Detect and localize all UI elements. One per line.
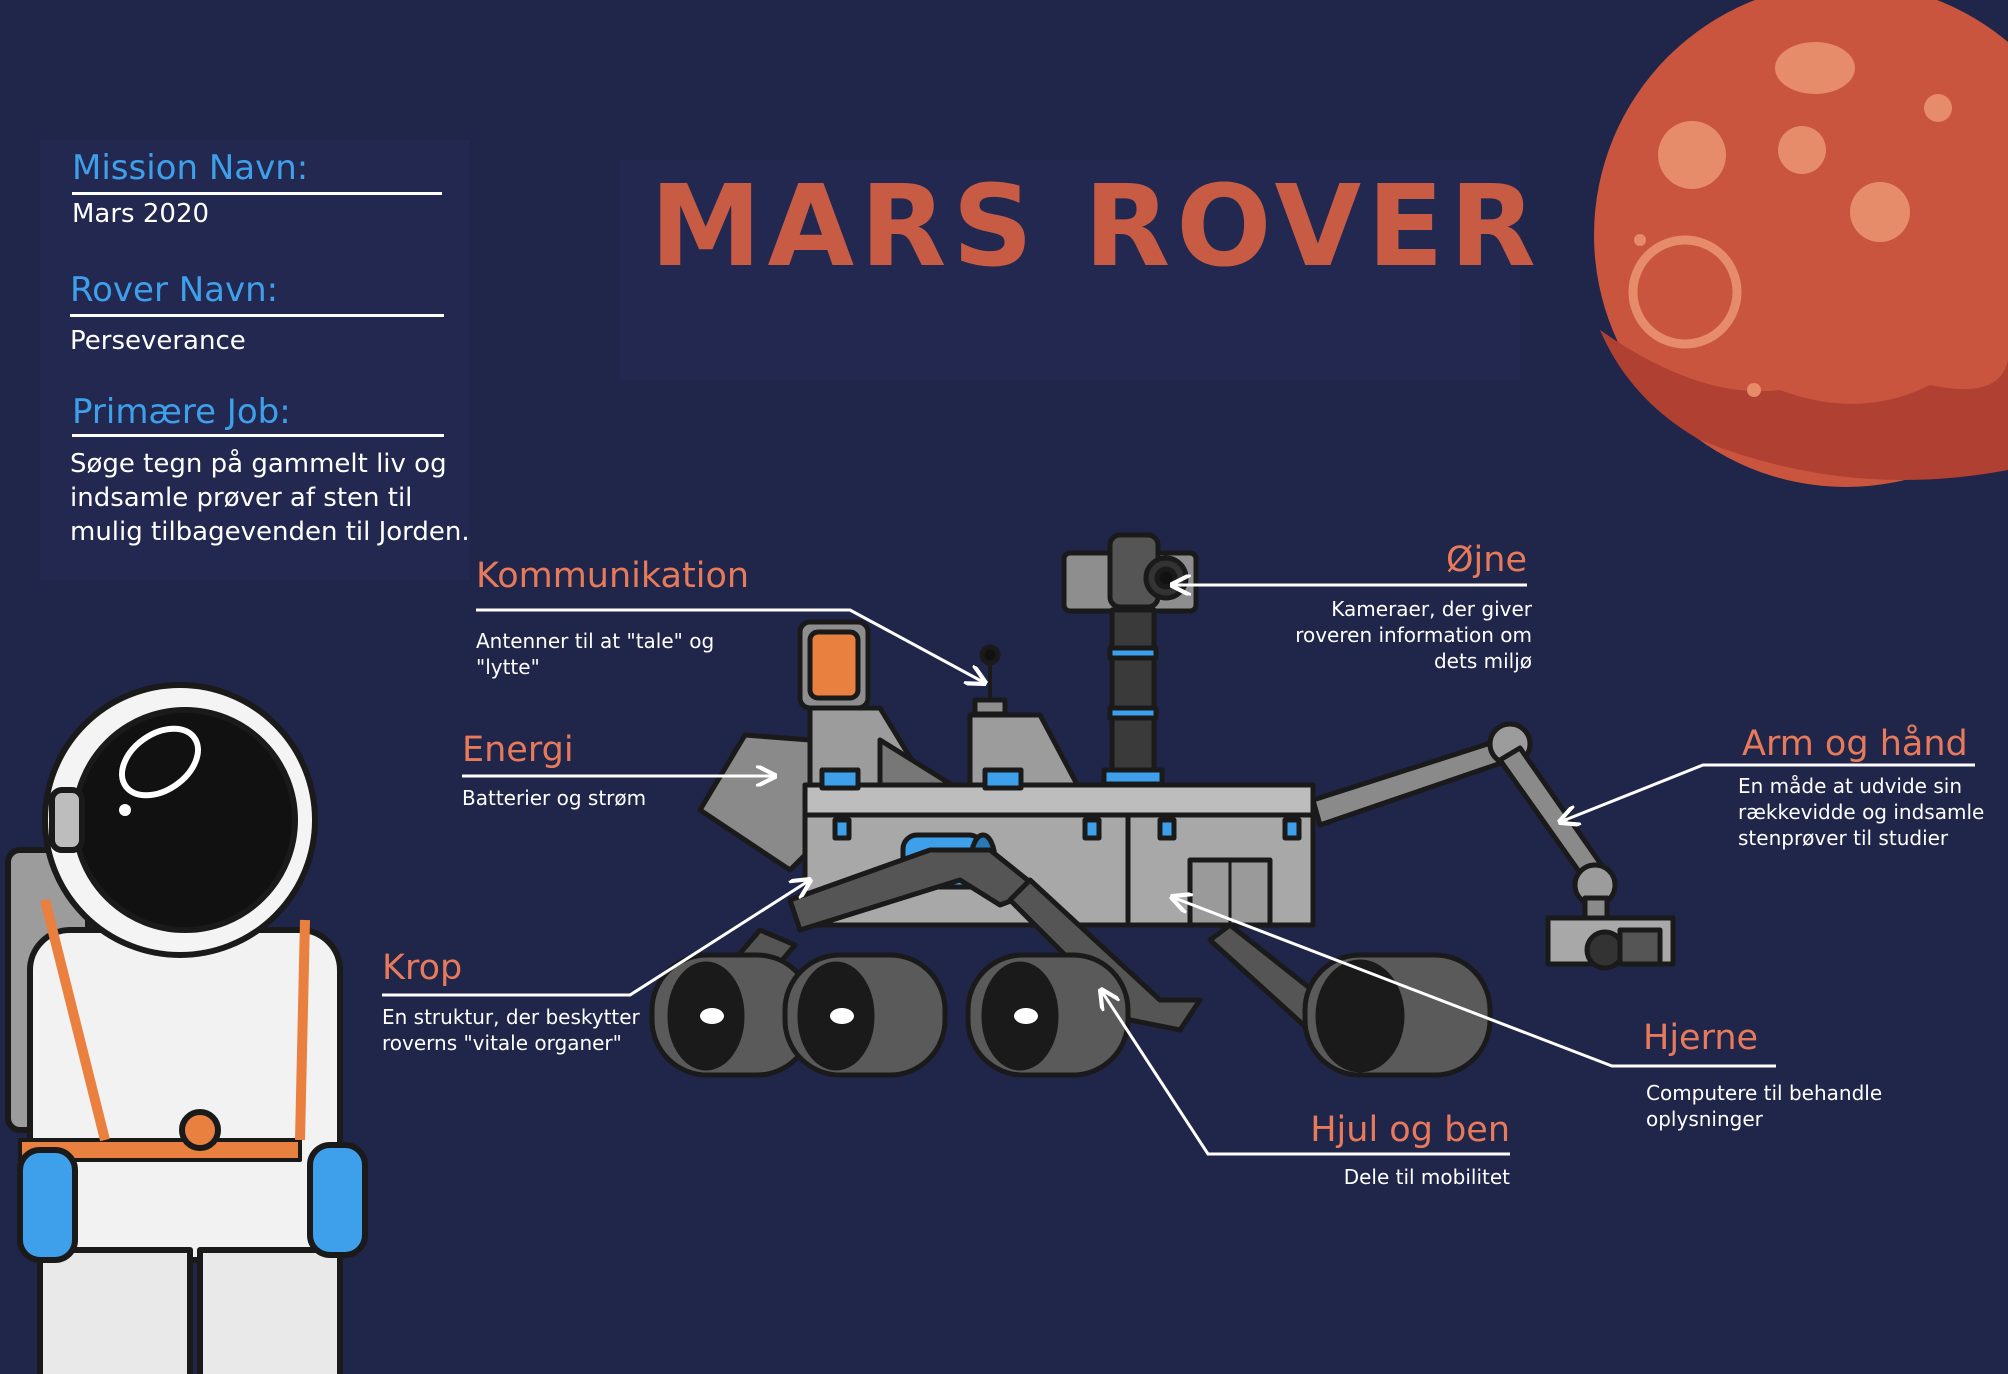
info-panel bbox=[40, 140, 470, 580]
job-divider bbox=[72, 434, 444, 437]
mission-value: Mars 2020 bbox=[72, 199, 210, 229]
astronaut-icon bbox=[5, 682, 368, 1374]
job-value: Søge tegn på gammelt liv og indsamle prø… bbox=[70, 449, 470, 547]
krop-pointer bbox=[382, 880, 810, 997]
title-panel bbox=[620, 160, 1520, 380]
rover-value: Perseverance bbox=[70, 326, 246, 356]
hjerne-pointer bbox=[1172, 897, 1776, 1068]
kommunikation-pointer bbox=[476, 608, 985, 683]
hjerne-desc: Computere til behandle oplysninger bbox=[1646, 1081, 1883, 1131]
rover-label: Rover Navn: bbox=[70, 270, 279, 310]
mission-divider bbox=[72, 192, 442, 195]
kommunikation-title: Kommunikation bbox=[476, 556, 750, 596]
arm-desc: En måde at udvide sin rækkevidde og inds… bbox=[1738, 774, 1985, 850]
mars-planet-icon bbox=[1594, 0, 2008, 487]
pointer-lines bbox=[382, 585, 1975, 1156]
ojne-desc: Kameraer, der giver roveren information … bbox=[1295, 597, 1532, 673]
energi-desc: Batterier og strøm bbox=[462, 786, 647, 810]
job-label: Primære Job: bbox=[72, 392, 291, 432]
kommunikation-desc: Antenner til at "tale" og "lytte" bbox=[476, 629, 715, 679]
hjul-pointer bbox=[1101, 990, 1510, 1156]
page-title: MARS ROVER bbox=[650, 162, 1542, 292]
arm-pointer bbox=[1560, 763, 1975, 822]
mission-label: Mission Navn: bbox=[72, 148, 309, 188]
rover-icon bbox=[649, 532, 1676, 1078]
energi-title: Energi bbox=[462, 730, 574, 770]
hjul-title: Hjul og ben bbox=[1310, 1110, 1510, 1150]
arm-title: Arm og hånd bbox=[1742, 724, 1968, 764]
hjul-desc: Dele til mobilitet bbox=[1343, 1165, 1510, 1189]
rover-divider bbox=[70, 314, 444, 317]
hjerne-title: Hjerne bbox=[1643, 1018, 1759, 1058]
krop-desc: En struktur, der beskytter roverns "vita… bbox=[382, 1005, 640, 1055]
krop-title: Krop bbox=[382, 948, 463, 988]
ojne-title: Øjne bbox=[1446, 540, 1527, 580]
